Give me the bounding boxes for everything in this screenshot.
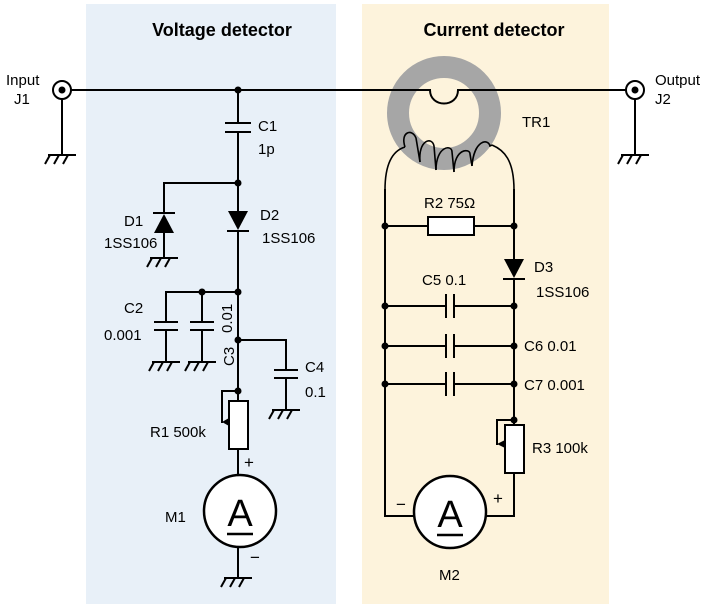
capacitor-c6: [445, 334, 455, 358]
d3-value-label: 1SS106: [536, 284, 589, 301]
diode-d1: [153, 212, 175, 233]
meter-m2: A: [412, 474, 488, 550]
r3-label: R3 100k: [532, 440, 588, 457]
c1-ref-label: C1: [258, 118, 277, 135]
c1-value-label: 1p: [258, 141, 275, 158]
output-connector-j2: [617, 80, 650, 165]
c3-ref-label: C3: [221, 347, 238, 366]
d2-value-label: 1SS106: [262, 230, 315, 247]
resistor-r3: [496, 419, 525, 474]
d3-ref-label: D3: [534, 259, 553, 276]
toroid-tr1: [384, 56, 515, 191]
capacitor-c5: [445, 294, 455, 318]
input-connector-j1: [44, 80, 77, 165]
resistor-r1: [221, 390, 249, 450]
c4-value-label: 0.1: [305, 384, 326, 401]
c2-value-label: 0.001: [104, 327, 142, 344]
r1-label: R1 500k: [150, 424, 206, 441]
input-ref-label: J1: [14, 91, 30, 108]
resistor-r2: [427, 216, 475, 236]
m1-plus-label: +: [244, 453, 254, 472]
m1-minus-label: −: [250, 548, 260, 567]
ammeter-symbol: A: [437, 494, 463, 536]
meter-m1: A: [202, 473, 278, 549]
tr1-ref-label: TR1: [522, 114, 550, 131]
voltage-detector-title: Voltage detector: [152, 20, 292, 40]
d2-ref-label: D2: [260, 207, 279, 224]
m2-minus-label: −: [396, 495, 406, 514]
c5-label: C5 0.1: [422, 272, 466, 289]
ammeter-symbol: A: [227, 493, 253, 535]
c2-ref-label: C2: [124, 300, 143, 317]
capacitor-c7: [445, 372, 455, 396]
c6-label: C6 0.01: [524, 338, 577, 355]
d1-ref-label: D1: [124, 213, 143, 230]
m1-ref-label: M1: [165, 509, 186, 526]
c7-label: C7 0.001: [524, 377, 585, 394]
c4-ref-label: C4: [305, 359, 324, 376]
output-ref-label: J2: [655, 91, 671, 108]
c3-value-label: 0.01: [219, 304, 236, 333]
d1-value-label: 1SS106: [104, 235, 157, 252]
m2-plus-label: +: [493, 489, 503, 508]
m2-ref-label: M2: [439, 567, 460, 584]
output-label: Output: [655, 72, 701, 89]
r2-label: R2 75Ω: [424, 195, 475, 212]
current-detector-title: Current detector: [423, 20, 564, 40]
input-label: Input: [6, 72, 40, 89]
